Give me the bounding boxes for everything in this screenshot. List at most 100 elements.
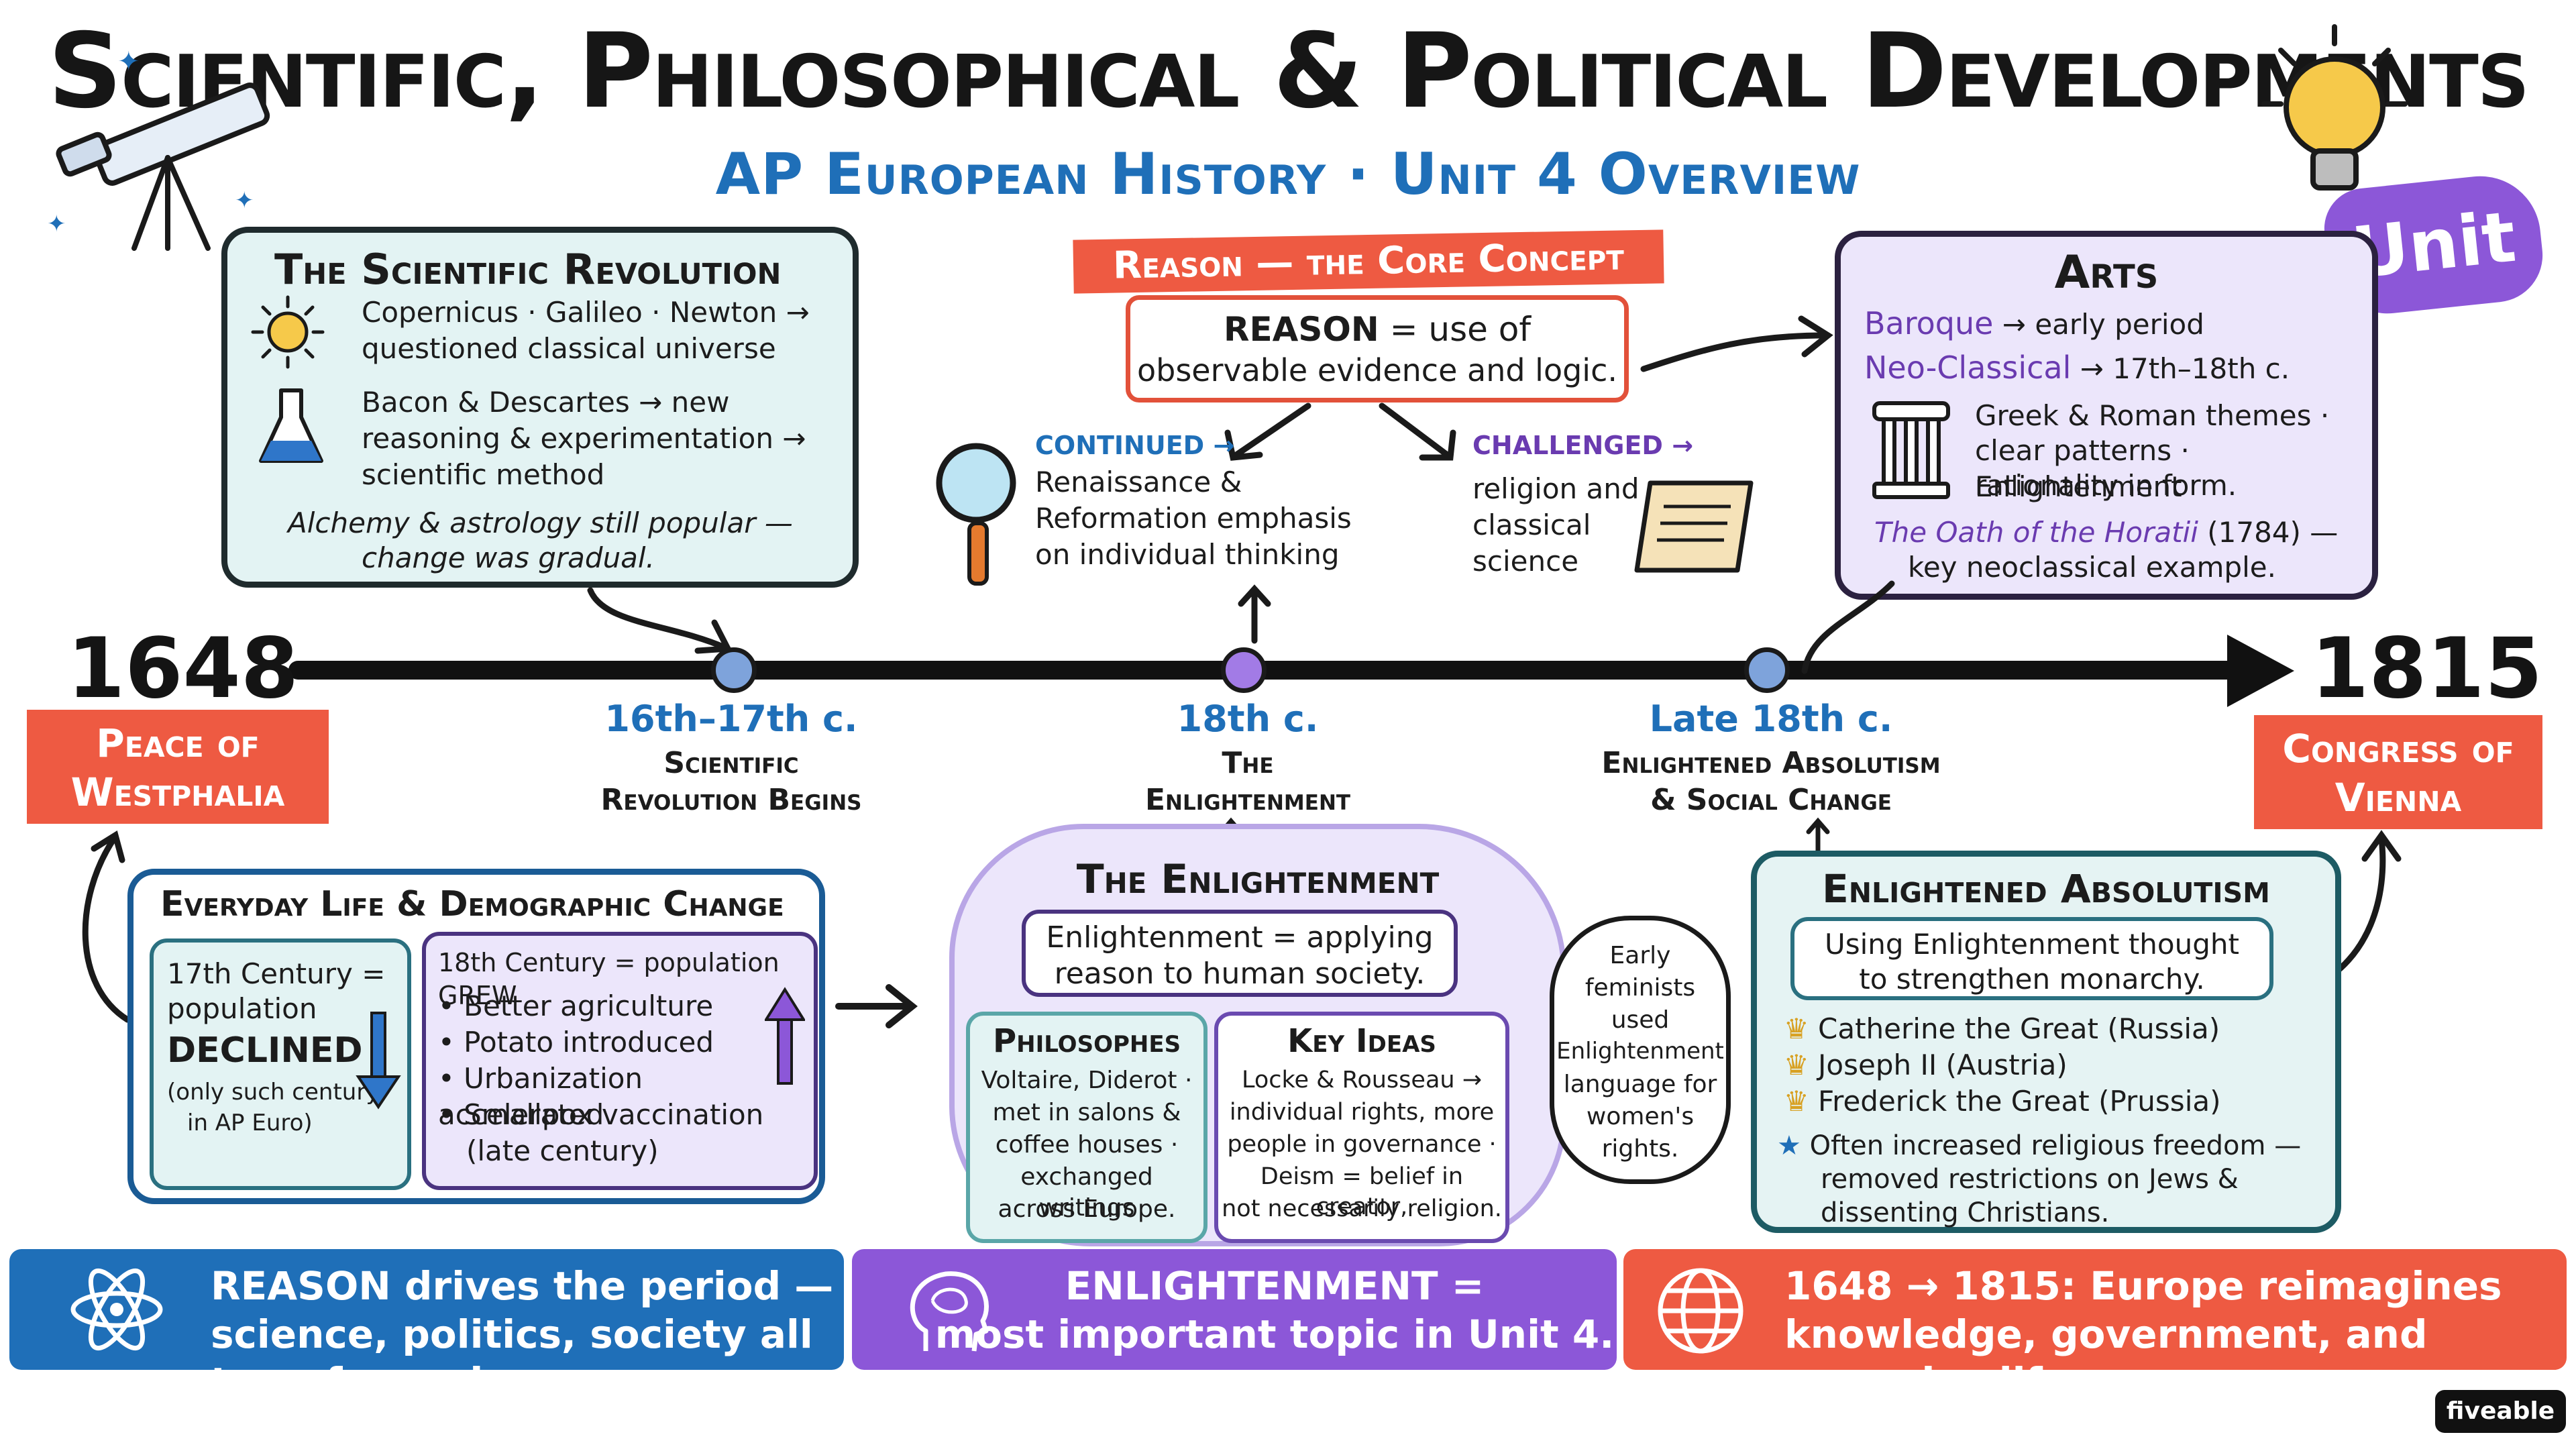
abs-note-3: dissenting Christians. — [1821, 1197, 2110, 1228]
svg-text:✦: ✦ — [235, 187, 254, 214]
absolutism-definition: Using Enlightenment thought to strengthe… — [1790, 917, 2273, 1000]
bar3-line-1: 1648 → 1815: Europe reimagines — [1784, 1263, 2502, 1309]
down-arrow-icon — [356, 1012, 401, 1110]
bar3-line-2: knowledge, government, and everyday life… — [1784, 1311, 2428, 1405]
star-icon: ★ — [1777, 1130, 1801, 1161]
science-to-timeline-arrow — [587, 587, 733, 654]
globe-icon — [1658, 1268, 1743, 1354]
abs-note-1: ★ Often increased religious freedom — — [1777, 1130, 2302, 1161]
reason-def-line-2: observable evidence and logic. — [1137, 352, 1617, 388]
page-title: Scientific, Philosophical & Political De… — [48, 11, 2529, 131]
column-icon — [1872, 401, 1950, 499]
sci-line-4: reasoning & experimentation → — [362, 422, 806, 455]
end-event-line-1: Congress of — [2282, 726, 2514, 771]
arts-neoclassical: Neo-Classical → 17th–18th c. — [1864, 350, 2290, 386]
arts-box: Arts Baroque → early period Neo-Classica… — [1835, 231, 2378, 600]
bubble-line-1: Early — [1609, 942, 1671, 969]
panel-title: Philosophes — [992, 1022, 1181, 1060]
reason-definition-box: REASON = use of observable evidence and … — [1126, 295, 1629, 402]
arts-oath: The Oath of the Horatii (1784) — — [1874, 516, 2339, 549]
sci-line-1: Copernicus · Galileo · Newton → — [362, 296, 810, 329]
ideas-line-4: Deism = belief in creator, — [1260, 1163, 1464, 1220]
bottom-bar-europe: 1648 → 1815: Europe reimagines knowledge… — [1623, 1249, 2567, 1405]
node1-label-line-2: Revolution Begins — [600, 783, 862, 817]
bar2-line-2: most important topic in Unit 4. — [934, 1311, 1615, 1357]
sci-note-1: Alchemy & astrology still popular — — [288, 506, 793, 539]
start-year: 1648 — [67, 621, 299, 717]
bubble-line-5: language for — [1563, 1071, 1717, 1098]
c17-declined: DECLINED — [167, 1030, 363, 1071]
c17-line-4: (only such century — [167, 1079, 380, 1106]
phil-line-4: exchanged writings — [1020, 1163, 1153, 1222]
sci-line-2: questioned classical universe — [362, 332, 776, 365]
box-title: Everyday Life & Demographic Change — [160, 884, 784, 924]
bottom-bar-enlightenment: ENLIGHTENMENT = most important topic in … — [852, 1249, 1617, 1370]
fiveable-logo: fiveable — [2435, 1390, 2566, 1433]
sun-icon — [251, 295, 325, 369]
ruler-3: ♛ Frederick the Great (Prussia) — [1784, 1085, 2221, 1118]
enlightened-absolutism-box: Enlightened Absolutism Using Enlightenme… — [1751, 851, 2341, 1233]
challenged-label: CHALLENGED → — [1472, 431, 1694, 460]
start-event-banner: Peace of Westphalia — [27, 710, 329, 824]
crown-icon: ♛ — [1784, 1049, 1809, 1081]
bubble-line-2: feminists — [1585, 974, 1696, 1002]
c17-line-2: population — [167, 992, 317, 1025]
arts-themes-2: clear patterns · Enlightenment — [1975, 434, 2190, 503]
magnifier-icon — [936, 443, 1016, 586]
bubble-line-4: Enlightenment — [1556, 1038, 1724, 1065]
abs-def-2: to strengthen monarchy. — [1859, 963, 2205, 996]
challenged-line-1: religion and — [1472, 472, 1640, 505]
bubble-line-6: women's — [1586, 1103, 1695, 1130]
ruler-1: ♛ Catherine the Great (Russia) — [1784, 1012, 2220, 1045]
sci-line-3: Bacon & Descartes → new — [362, 386, 730, 419]
century-18-panel: 18th Century = population GREW • Better … — [422, 932, 818, 1190]
bar2-line-1: ENLIGHTENMENT = — [1065, 1263, 1485, 1309]
bar1-line-1: REASON drives the period — — [211, 1263, 834, 1309]
reason-branch-arrows — [1224, 402, 1456, 461]
bar1-line-2: science, politics, society all transform… — [211, 1311, 813, 1405]
enl-def-1: Enlightenment = applying — [1046, 920, 1434, 955]
ideas-line-5: not necessarily religion. — [1222, 1195, 1502, 1222]
arts-themes-3: rationality in form. — [1975, 469, 2237, 502]
everyday-life-box: Everyday Life & Demographic Change 17th … — [127, 869, 825, 1204]
c17-line-5: in AP Euro) — [187, 1110, 313, 1136]
timeline-node-absolutism — [1744, 647, 1790, 693]
century-17-panel: 17th Century = population DECLINED (only… — [150, 938, 411, 1190]
scroll-icon — [1634, 480, 1754, 573]
enl-def-2: reason to human society. — [1054, 957, 1426, 991]
head-brain-icon — [910, 1271, 989, 1352]
node2-date: 18th c. — [1177, 698, 1319, 740]
box-title: The Scientific Revolution — [274, 245, 782, 294]
continued-line-1: Renaissance & — [1035, 466, 1242, 498]
continued-line-2: Reformation emphasis — [1035, 502, 1352, 535]
ruler-2: ♛ Joseph II (Austria) — [1784, 1049, 2068, 1081]
crown-icon: ♛ — [1784, 1012, 1809, 1045]
enlightenment-definition: Enlightenment = applying reason to human… — [1022, 910, 1458, 997]
ideas-line-1: Locke & Rousseau → — [1241, 1067, 1483, 1093]
crown-icon: ♛ — [1784, 1085, 1809, 1118]
lightbulb-icon — [2261, 24, 2408, 191]
reason-banner: Reason — the Core Concept — [1073, 229, 1664, 294]
ideas-line-3: people in governance · — [1227, 1131, 1497, 1158]
key-ideas-panel: Key Ideas Locke & Rousseau → individual … — [1214, 1012, 1509, 1243]
philosophes-panel: Philosophes Voltaire, Diderot · met in s… — [966, 1012, 1208, 1243]
c18-item-4b: (late century) — [466, 1134, 659, 1167]
timeline-line — [288, 661, 2247, 680]
abs-note-2: removed restrictions on Jews & — [1821, 1164, 2239, 1195]
c18-title: 18th Century = population GREW — [438, 948, 780, 1010]
challenged-line-2: classical — [1472, 508, 1591, 541]
node3-label-line-1: Enlightened Absolutism — [1601, 746, 1941, 780]
up-arrow-to-reason — [1238, 584, 1271, 644]
scientific-revolution-box: The Scientific Revolution Copernicus · G… — [221, 227, 859, 588]
c18-item-2: • Potato introduced — [438, 1026, 714, 1059]
arts-oath-2: key neoclassical example. — [1908, 551, 2276, 584]
c18-item-4: • Smallpox vaccination — [438, 1098, 764, 1131]
bubble-line-7: rights. — [1601, 1135, 1679, 1163]
enlightenment-cloud: The Enlightenment Enlightenment = applyi… — [949, 824, 1566, 1246]
reason-def-line-1: REASON = use of — [1224, 310, 1531, 349]
c18-item-3: • Urbanization accelerated — [438, 1062, 643, 1131]
up-arrow-icon — [765, 987, 805, 1085]
end-event-banner: Congress of Vienna — [2254, 715, 2542, 829]
flask-icon — [259, 388, 323, 463]
phil-line-5: across Europe. — [998, 1195, 1176, 1223]
